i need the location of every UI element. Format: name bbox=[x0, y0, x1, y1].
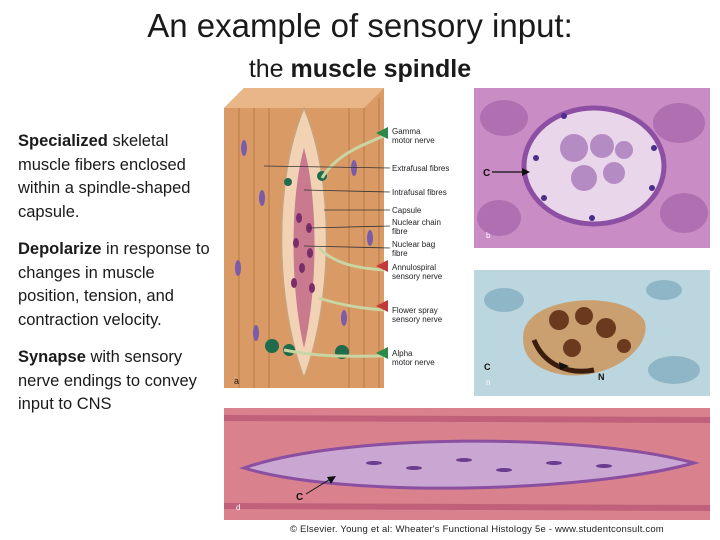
label-extrafusal: Extrafusal fibres bbox=[392, 164, 449, 173]
spindle-capsule-section bbox=[524, 108, 664, 224]
panel-a-letter: a bbox=[234, 376, 239, 386]
bullet-3-bold: Synapse bbox=[18, 348, 86, 366]
micrograph-d-svg: C d bbox=[224, 408, 710, 520]
bullet-list: Specialized skeletal muscle fibers enclo… bbox=[18, 130, 218, 431]
photo-n-letter: n bbox=[486, 378, 490, 387]
label-capsule: Capsule bbox=[392, 206, 422, 215]
micrograph-d: C d bbox=[224, 408, 710, 520]
micrograph-n: C N n bbox=[474, 270, 710, 396]
photo-n-label-n: N bbox=[598, 372, 605, 382]
micrograph-b: C b bbox=[474, 88, 710, 248]
label-intrafusal: Intrafusal fibres bbox=[392, 188, 447, 197]
micrograph-n-svg: C N n bbox=[474, 270, 710, 396]
slide-title: An example of sensory input: bbox=[0, 6, 720, 46]
muscle-top-face bbox=[224, 88, 384, 108]
slide-subtitle: the muscle spindle bbox=[0, 53, 720, 85]
bullet-1: Specialized skeletal muscle fibers enclo… bbox=[18, 130, 218, 224]
photo-d-label-c: C bbox=[296, 492, 303, 503]
subtitle-prefix: the bbox=[249, 55, 291, 83]
bullet-2: Depolarize in response to changes in mus… bbox=[18, 238, 218, 332]
photo-b-label-c: C bbox=[483, 168, 490, 179]
micrograph-b-svg: C b bbox=[474, 88, 710, 248]
subtitle-bold: muscle spindle bbox=[291, 55, 472, 83]
photo-b-letter: b bbox=[486, 231, 491, 240]
photo-d-letter: d bbox=[236, 503, 240, 512]
bullet-1-bold: Specialized bbox=[18, 132, 108, 150]
bullet-2-bold: Depolarize bbox=[18, 240, 101, 258]
image-credit: © Elsevier. Young et al: Wheater's Funct… bbox=[290, 524, 664, 535]
bullet-3: Synapse with sensory nerve endings to co… bbox=[18, 346, 218, 417]
photo-n-label-c: C bbox=[484, 362, 491, 372]
